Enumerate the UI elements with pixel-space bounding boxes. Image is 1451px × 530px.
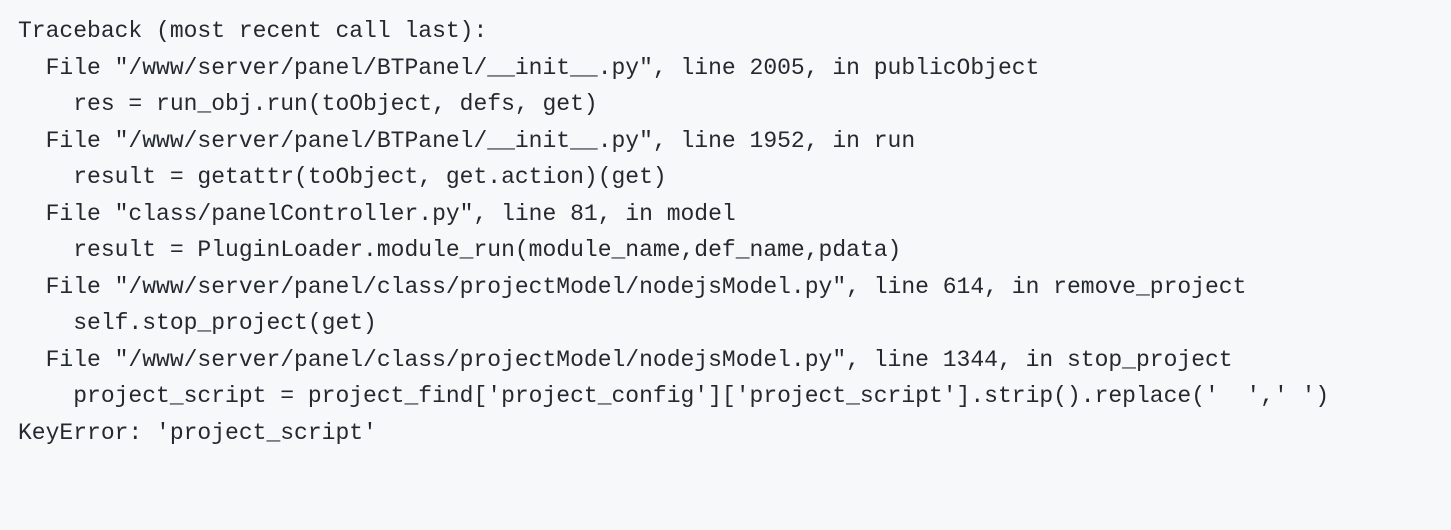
traceback-file-line: File "/www/server/panel/BTPanel/__init__… <box>18 127 916 154</box>
traceback-code-line: result = PluginLoader.module_run(module_… <box>18 237 902 263</box>
traceback-code-line: project_script = project_find['project_c… <box>18 383 1330 409</box>
traceback-file-line: File "/www/server/panel/class/projectMod… <box>18 273 1247 300</box>
traceback-error-line: KeyError: 'project_script' <box>18 419 377 446</box>
traceback-file-line: File "/www/server/panel/class/projectMod… <box>18 346 1233 373</box>
traceback-file-line: File "/www/server/panel/BTPanel/__init__… <box>18 54 1040 81</box>
traceback-text: Traceback (most recent call last): File … <box>18 13 1451 451</box>
traceback-code-line: res = run_obj.run(toObject, defs, get) <box>18 91 598 117</box>
traceback-code-line: self.stop_project(get) <box>18 310 377 336</box>
traceback-file-line: File "class/panelController.py", line 81… <box>18 200 736 227</box>
traceback-header-line: Traceback (most recent call last): <box>18 18 488 44</box>
traceback-code-line: result = getattr(toObject, get.action)(g… <box>18 164 667 190</box>
